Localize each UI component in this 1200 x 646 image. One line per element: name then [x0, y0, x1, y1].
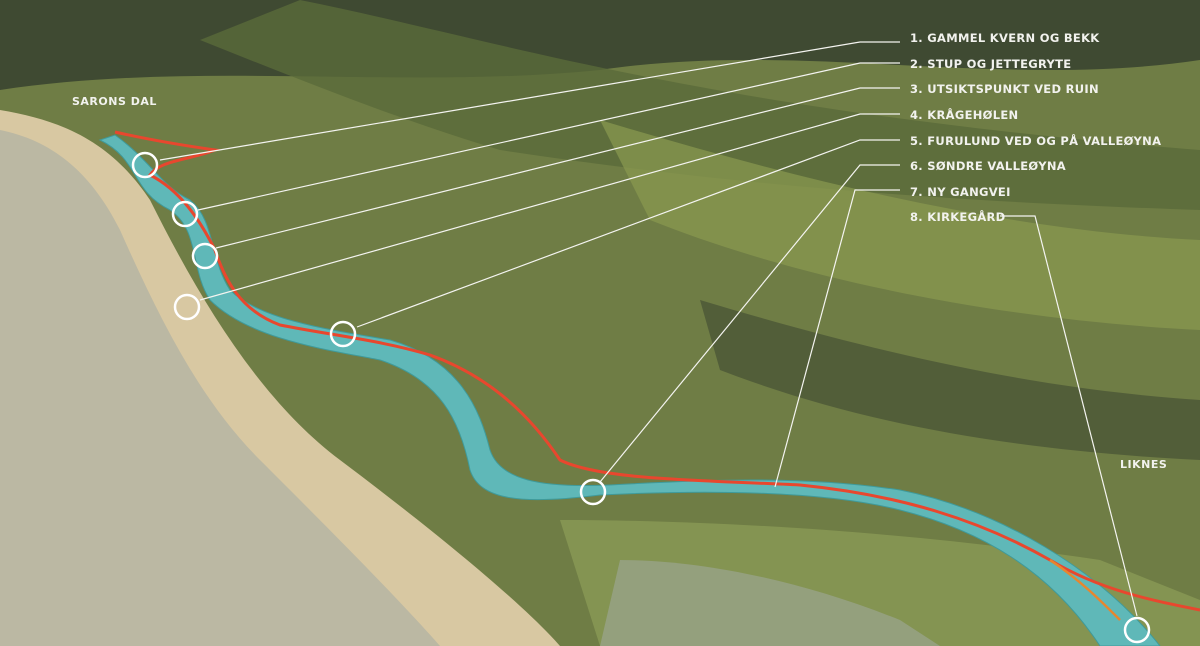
place-label-sarons-dal: SARONS DAL — [72, 95, 157, 108]
legend-item-7: 7. NY GANGVEI — [910, 185, 1011, 199]
legend-item-4: 4. KRÅGEHØLEN — [910, 107, 1018, 122]
legend: 1. GAMMEL KVERN OG BEKK 2. STUP OG JETTE… — [910, 31, 1161, 224]
new-path — [1049, 558, 1121, 621]
poi-marker-2[interactable] — [171, 200, 199, 228]
walking-path — [114, 130, 1200, 621]
poi-marker-6[interactable] — [579, 478, 607, 506]
poi-marker-3[interactable] — [191, 242, 219, 270]
poi-marker-5[interactable] — [329, 320, 357, 348]
legend-item-3: 3. UTSIKTSPUNKT VED RUIN — [910, 82, 1099, 96]
legend-item-5: 5. FURULUND VED OG PÅ VALLEØYNA — [910, 133, 1161, 148]
poi-marker-1[interactable] — [131, 151, 159, 179]
place-label-liknes: LIKNES — [1120, 458, 1167, 471]
poi-marker-4[interactable] — [173, 293, 201, 321]
poi-markers — [131, 151, 1151, 644]
leader-lines — [159, 41, 1138, 617]
legend-item-8: 8. KIRKEGÅRD — [910, 209, 1006, 224]
river — [98, 134, 1161, 646]
poi-marker-8[interactable] — [1123, 616, 1151, 644]
legend-item-6: 6. SØNDRE VALLEØYNA — [910, 159, 1066, 173]
legend-item-1: 1. GAMMEL KVERN OG BEKK — [910, 31, 1100, 45]
legend-item-2: 2. STUP OG JETTEGRYTE — [910, 57, 1071, 71]
